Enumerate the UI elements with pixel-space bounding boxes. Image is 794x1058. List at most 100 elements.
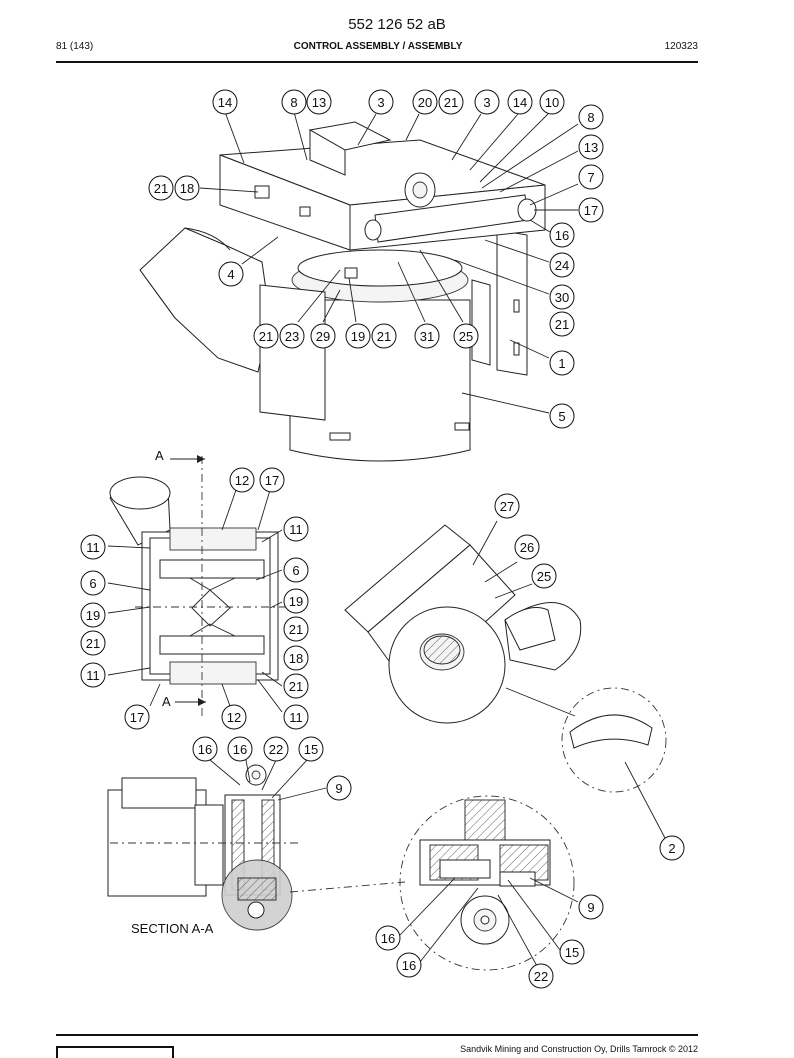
callout-3: 3 bbox=[474, 89, 500, 115]
callout-circle bbox=[283, 616, 309, 642]
callout-number: 17 bbox=[130, 710, 144, 725]
callout-circle bbox=[174, 175, 200, 201]
callout-circle bbox=[218, 261, 244, 287]
callout-10: 10 bbox=[539, 89, 565, 115]
callout-number: 2 bbox=[668, 841, 675, 856]
callout-number: 7 bbox=[587, 170, 594, 185]
section-marker-a-top: A bbox=[155, 448, 164, 463]
callout-number: 11 bbox=[86, 540, 100, 555]
callout-31: 31 bbox=[414, 323, 440, 349]
callout-2: 2 bbox=[659, 835, 685, 861]
callout-17: 17 bbox=[259, 467, 285, 493]
callout-9: 9 bbox=[326, 775, 352, 801]
footer-rule bbox=[56, 1034, 698, 1036]
callout-21: 21 bbox=[283, 673, 309, 699]
callout-3: 3 bbox=[368, 89, 394, 115]
callout-25: 25 bbox=[453, 323, 479, 349]
callout-number: 8 bbox=[587, 110, 594, 125]
callout-number: 16 bbox=[381, 931, 395, 946]
callout-circle bbox=[221, 704, 247, 730]
callout-29: 29 bbox=[310, 323, 336, 349]
callout-number: 22 bbox=[269, 742, 283, 757]
callout-circle bbox=[412, 89, 438, 115]
document-number: 552 126 52 aB bbox=[348, 16, 446, 33]
header-rule bbox=[56, 61, 698, 63]
callout-25: 25 bbox=[531, 563, 557, 589]
callout-circle bbox=[549, 311, 575, 337]
callout-circle bbox=[438, 89, 464, 115]
callout-circle bbox=[80, 630, 106, 656]
callout-number: 26 bbox=[520, 540, 534, 555]
callout-circle bbox=[528, 963, 554, 989]
callout-6: 6 bbox=[283, 557, 309, 583]
callout-number: 9 bbox=[587, 900, 594, 915]
callout-number: 3 bbox=[483, 95, 490, 110]
callout-16: 16 bbox=[396, 952, 422, 978]
callout-number: 25 bbox=[459, 329, 473, 344]
callout-number: 21 bbox=[154, 181, 168, 196]
callout-number: 1 bbox=[558, 356, 565, 371]
top-isometric-assembly bbox=[139, 111, 579, 462]
callout-number: 21 bbox=[555, 317, 569, 332]
callout-22: 22 bbox=[528, 963, 554, 989]
callout-circle bbox=[578, 104, 604, 130]
callout-11: 11 bbox=[283, 516, 309, 542]
callout-number: 16 bbox=[233, 742, 247, 757]
callout-6: 6 bbox=[80, 570, 106, 596]
callout-number: 14 bbox=[513, 95, 527, 110]
callout-number: 11 bbox=[86, 668, 100, 683]
callout-number: 10 bbox=[545, 95, 559, 110]
callout-number: 21 bbox=[444, 95, 458, 110]
callout-number: 31 bbox=[420, 329, 434, 344]
callout-17: 17 bbox=[124, 704, 150, 730]
callout-circle bbox=[531, 563, 557, 589]
callout-23: 23 bbox=[279, 323, 305, 349]
callout-number: 17 bbox=[584, 203, 598, 218]
callout-21: 21 bbox=[80, 630, 106, 656]
callout-21: 21 bbox=[549, 311, 575, 337]
callout-number: 3 bbox=[377, 95, 384, 110]
callout-number: 20 bbox=[418, 95, 432, 110]
callout-circle bbox=[368, 89, 394, 115]
callout-circle bbox=[283, 588, 309, 614]
callout-24: 24 bbox=[549, 252, 575, 278]
callout-number: 30 bbox=[555, 290, 569, 305]
page-title: CONTROL ASSEMBLY / ASSEMBLY bbox=[293, 41, 463, 52]
callout-circle bbox=[253, 323, 279, 349]
callout-21: 21 bbox=[283, 616, 309, 642]
callout-circle bbox=[345, 323, 371, 349]
callout-20: 20 bbox=[412, 89, 438, 115]
callout-circle bbox=[283, 645, 309, 671]
callout-number: 18 bbox=[180, 181, 194, 196]
callout-number: 4 bbox=[227, 267, 234, 282]
callout-circle bbox=[306, 89, 332, 115]
callout-21: 21 bbox=[438, 89, 464, 115]
callout-circle bbox=[559, 939, 585, 965]
callout-circle bbox=[514, 534, 540, 560]
rotated-isometric-view bbox=[344, 520, 667, 839]
callout-4: 4 bbox=[218, 261, 244, 287]
callout-11: 11 bbox=[80, 534, 106, 560]
callout-number: 16 bbox=[402, 958, 416, 973]
callout-number: 13 bbox=[584, 140, 598, 155]
callout-12: 12 bbox=[221, 704, 247, 730]
callout-19: 19 bbox=[80, 602, 106, 628]
callout-18: 18 bbox=[174, 175, 200, 201]
callout-number: 13 bbox=[312, 95, 326, 110]
callout-26: 26 bbox=[514, 534, 540, 560]
callout-11: 11 bbox=[80, 662, 106, 688]
callout-number: 29 bbox=[316, 329, 330, 344]
callout-number: 12 bbox=[235, 473, 249, 488]
callout-17: 17 bbox=[578, 197, 604, 223]
callout-circle bbox=[212, 89, 238, 115]
callout-circle bbox=[578, 164, 604, 190]
callout-15: 15 bbox=[559, 939, 585, 965]
callout-circle bbox=[507, 89, 533, 115]
callout-19: 19 bbox=[283, 588, 309, 614]
callout-15: 15 bbox=[298, 736, 324, 762]
callout-number: 25 bbox=[537, 569, 551, 584]
callout-number: 16 bbox=[198, 742, 212, 757]
callout-circle bbox=[549, 252, 575, 278]
callout-number: 6 bbox=[292, 563, 299, 578]
callout-number: 21 bbox=[289, 679, 303, 694]
